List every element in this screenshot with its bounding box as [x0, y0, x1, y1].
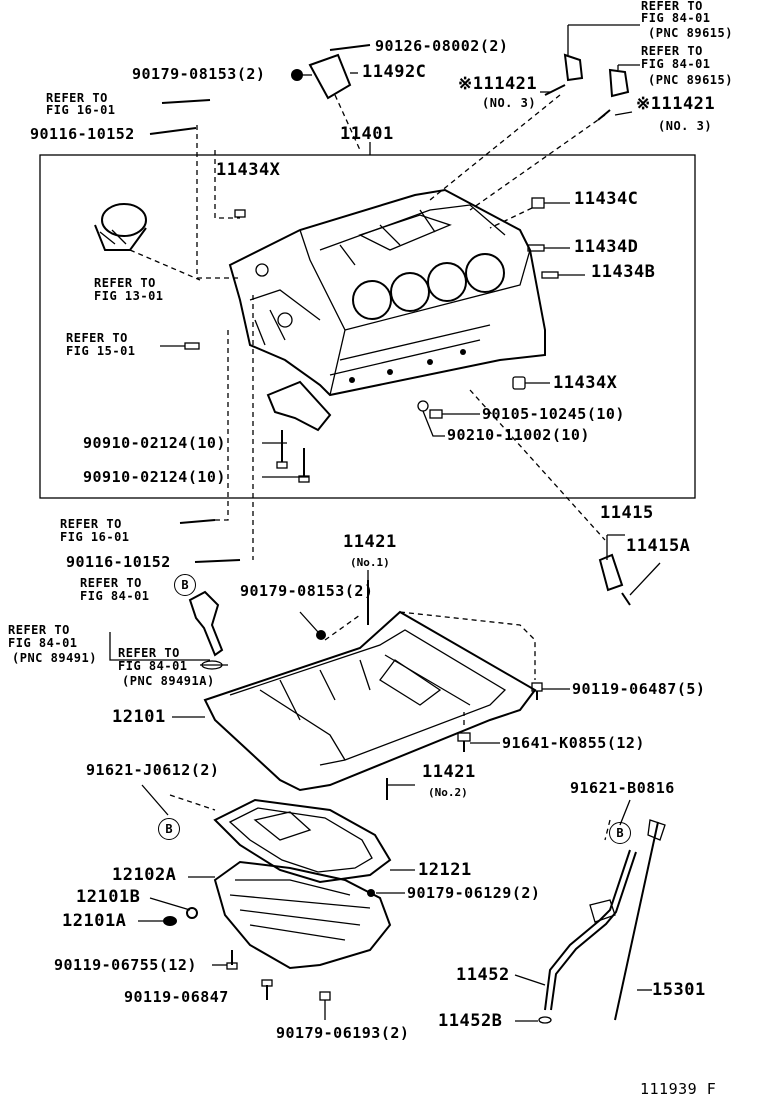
- part-label: 12101A: [62, 911, 127, 931]
- note-label: (No.2): [428, 786, 468, 799]
- part-label: 11434X: [216, 160, 281, 180]
- part-label: 11492C: [362, 62, 427, 82]
- part-label: 11415A: [626, 536, 691, 556]
- ref-label: REFER TO: [641, 0, 703, 13]
- part-label: 11401: [340, 124, 394, 144]
- part-label: 11434C: [574, 189, 639, 209]
- ref-label: REFER TO: [66, 331, 128, 345]
- note-label: (NO. 3): [482, 96, 537, 110]
- ref-label: REFER TO: [80, 576, 142, 590]
- part-label: 90179-08153(2): [240, 582, 374, 600]
- dipstick-guide-drawing: [544, 849, 631, 1011]
- oil-level-sensor-drawing: [188, 590, 224, 657]
- note-label: (No.1): [350, 556, 390, 569]
- part-label: 11421: [422, 762, 476, 782]
- baffle-plate-drawing: [213, 798, 392, 884]
- ref-label: FIG 84-01: [641, 57, 711, 71]
- circle-b-marker: B: [174, 574, 196, 596]
- part-label: 90179-08153(2): [132, 65, 266, 83]
- part-label: 11434X: [553, 373, 618, 393]
- dipstick-drawing: [614, 821, 659, 1021]
- part-label: 90126-08002(2): [375, 37, 509, 55]
- ref-label: FIG 84-01: [8, 636, 78, 650]
- part-label: ※111421: [458, 74, 538, 94]
- part-label: 90910-02124(10): [83, 434, 226, 452]
- part-label: 91621-B0816: [570, 779, 675, 797]
- part-label: 90210-11002(10): [447, 426, 590, 444]
- footer-code: 111939 F: [640, 1080, 717, 1098]
- part-label: 12101: [112, 707, 166, 727]
- part-label: 11415: [600, 503, 654, 523]
- part-label: 11452B: [438, 1011, 503, 1031]
- ref-label: FIG 15-01: [66, 344, 136, 358]
- part-label: 90116-10152: [66, 553, 171, 571]
- part-label: 90179-06129(2): [407, 884, 541, 902]
- pnc-label: (PNC 89615): [648, 26, 733, 40]
- pnc-label: (PNC 89615): [648, 73, 733, 87]
- bracket-11492c: [308, 53, 352, 100]
- ref-label: REFER TO: [8, 623, 70, 637]
- part-label: 11434D: [574, 237, 639, 257]
- cylinder-block-drawing: [228, 188, 546, 397]
- part-label: 12121: [418, 860, 472, 880]
- oil-pan-lower-drawing: [213, 860, 392, 970]
- ref-label: REFER TO: [118, 646, 180, 660]
- part-label: ※111421: [636, 94, 716, 114]
- part-label: 90119-06487(5): [572, 680, 706, 698]
- ref-label: FIG 84-01: [80, 589, 150, 603]
- part-label: 90105-10245(10): [482, 405, 625, 423]
- oil-filter-drawing: [94, 203, 147, 251]
- part-label: 91641-K0855(12): [502, 734, 645, 752]
- part-label: 11452: [456, 965, 510, 985]
- note-label: (NO. 3): [658, 119, 713, 133]
- part-label: 90119-06755(12): [54, 956, 197, 974]
- ref-label: FIG 16-01: [60, 530, 130, 544]
- part-label: 12102A: [112, 865, 177, 885]
- block-frame: [39, 154, 696, 499]
- part-label: 11421: [343, 532, 397, 552]
- ref-label: FIG 84-01: [118, 659, 188, 673]
- ref-label: REFER TO: [60, 517, 122, 531]
- oil-pan-upper-drawing: [203, 610, 537, 792]
- part-label: 12101B: [76, 887, 141, 907]
- part-label: 15301: [652, 980, 706, 1000]
- ref-label: REFER TO: [641, 44, 703, 58]
- pnc-label: (PNC 89491A): [122, 674, 215, 688]
- part-label: 90116-10152: [30, 125, 135, 143]
- ref-label: REFER TO: [46, 91, 108, 105]
- part-label: 11434B: [591, 262, 656, 282]
- part-label: 90119-06847: [124, 988, 229, 1006]
- pnc-label: (PNC 89491): [12, 651, 97, 665]
- ref-label: FIG 16-01: [46, 103, 116, 117]
- sensor-11415: [598, 553, 624, 592]
- ref-label: FIG 84-01: [641, 11, 711, 25]
- part-label: 90179-06193(2): [276, 1024, 410, 1042]
- circle-b-marker: B: [609, 822, 631, 844]
- circle-b-marker: B: [158, 818, 180, 840]
- ref-label: REFER TO: [94, 276, 156, 290]
- part-label: 91621-J0612(2): [86, 761, 220, 779]
- part-label: 90910-02124(10): [83, 468, 226, 486]
- ref-label: FIG 13-01: [94, 289, 164, 303]
- bearing-cap-drawing: [266, 380, 332, 432]
